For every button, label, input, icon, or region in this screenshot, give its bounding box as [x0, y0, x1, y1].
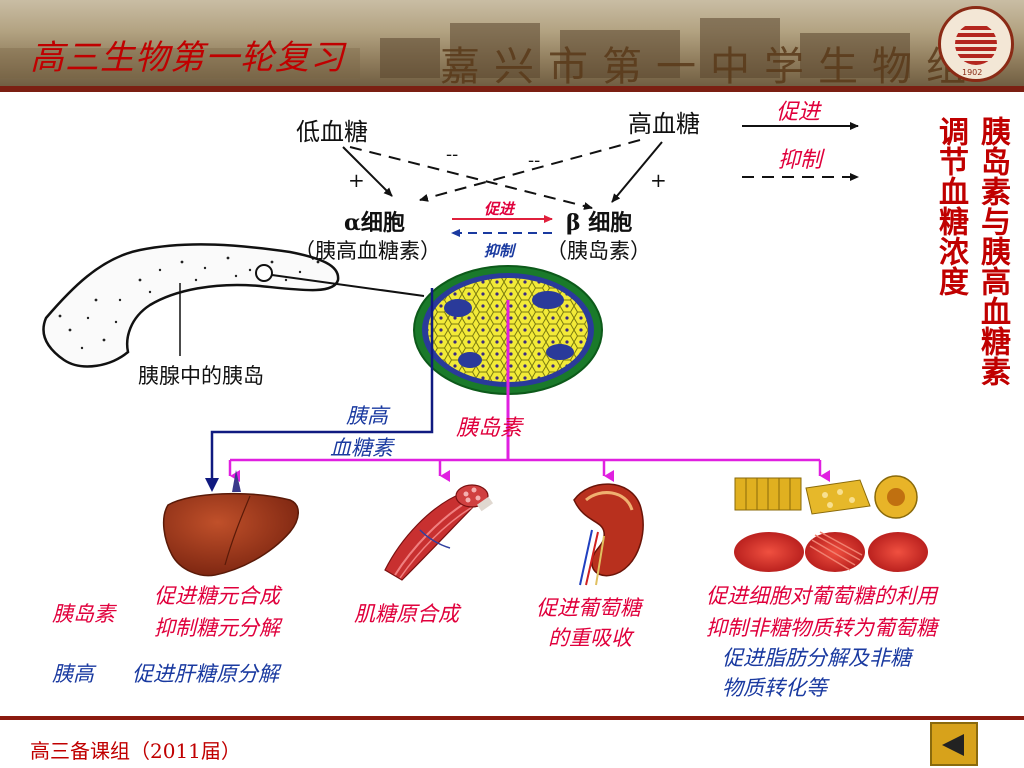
plus-right-sign: + — [650, 168, 667, 192]
footer-divider — [0, 716, 1024, 720]
liver-effect-line1: 促进糖元合成 — [154, 584, 280, 608]
liver-icon — [162, 470, 299, 577]
mid-promote-label: 促进 — [484, 200, 515, 218]
logo-year: 1902 — [962, 68, 983, 77]
header-band — [0, 86, 1024, 92]
cells-effect-line1: 促进细胞对葡萄糖的利用 — [706, 584, 937, 608]
muscle-icon — [384, 484, 494, 581]
muscle-effect: 肌糖原合成 — [354, 602, 459, 626]
previous-slide-button[interactable] — [930, 722, 978, 766]
school-name: 嘉兴市第一中学生物组 — [440, 44, 980, 90]
glucagon-label-line2: 血糖素 — [330, 436, 393, 460]
side-title-col1: 胰岛素与胰高血糖素 — [975, 116, 1010, 386]
kidney-effect-line1: 促进葡萄糖 — [536, 596, 641, 620]
cells-glucagon-effect-line2: 物质转化等 — [722, 676, 827, 700]
plus-left-sign: + — [348, 168, 365, 192]
minus-left-sign: -- — [446, 144, 459, 165]
liver-glucagon-effect: 促进肝糖原分解 — [132, 662, 279, 686]
liver-effect-line2: 抑制糖元分解 — [154, 616, 280, 640]
effect-glucagon-name: 胰高 — [52, 662, 94, 686]
insulin-label: 胰岛素 — [456, 416, 523, 441]
pancreas-islet-label: 胰腺中的胰岛 — [138, 364, 264, 388]
minus-right-sign: -- — [528, 150, 541, 171]
beta-cell-label: β 细胞 — [566, 210, 633, 236]
kidney-icon — [573, 483, 644, 586]
side-title-col2: 调节血糖浓度 — [933, 116, 968, 296]
body-cells-icon — [734, 475, 928, 572]
high-glucose-label: 高血糖 — [628, 110, 700, 138]
cells-effect-line2: 抑制非糖物质转为葡萄糖 — [706, 616, 937, 640]
header-banner — [0, 0, 1024, 88]
cells-glucagon-effect-line1: 促进脂肪分解及非糖 — [722, 646, 911, 670]
mid-inhibit-label: 抑制 — [484, 242, 515, 260]
low-glucose-label: 低血糖 — [296, 118, 368, 146]
school-logo-icon — [938, 6, 1014, 82]
effect-insulin-name: 胰岛素 — [52, 602, 115, 626]
alpha-cell-label: α细胞 — [344, 210, 405, 236]
legend-inhibit-label: 抑制 — [778, 148, 823, 173]
beta-hormone-label: （胰岛素） — [546, 239, 651, 263]
kidney-effect-line2: 的重吸收 — [548, 626, 632, 650]
course-title: 高三生物第一轮复习 — [30, 38, 345, 78]
alpha-hormone-label: （胰高血糖素） — [294, 239, 441, 263]
legend-promote-label: 促进 — [776, 100, 821, 125]
glucagon-label-line1: 胰高 — [346, 404, 388, 428]
footer-text: 高三备课组（2011届） — [30, 739, 241, 763]
triangle-left-icon — [942, 734, 964, 756]
